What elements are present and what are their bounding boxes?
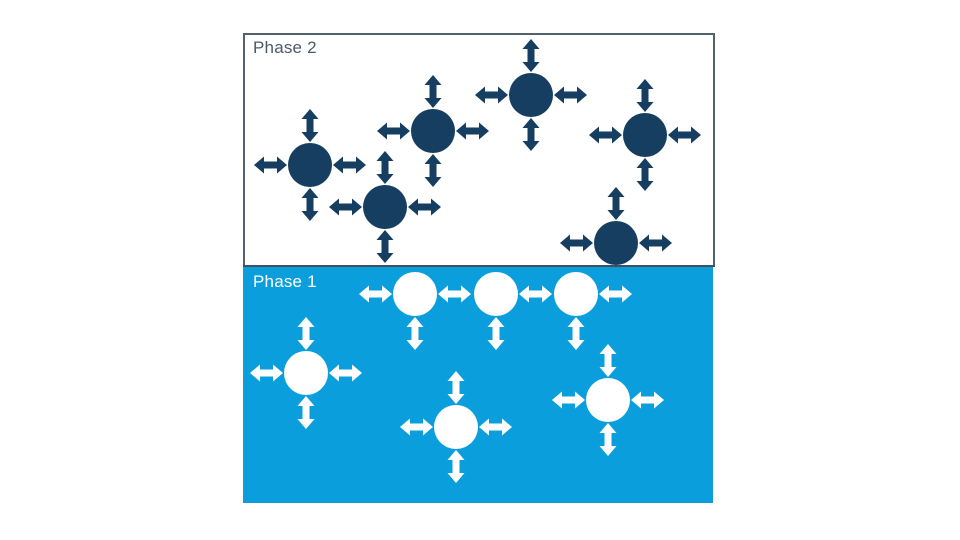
motion-arrow-down-icon bbox=[522, 118, 540, 151]
phase2-particle bbox=[363, 185, 407, 229]
motion-arrow-up-icon bbox=[301, 109, 319, 142]
motion-arrow-left-icon bbox=[560, 234, 593, 252]
motion-arrow-left-icon bbox=[329, 198, 362, 216]
motion-arrow-up-icon bbox=[599, 344, 617, 377]
motion-arrow-up-icon bbox=[636, 79, 654, 112]
motion-arrow-left-icon bbox=[589, 126, 622, 144]
motion-arrow-right-icon bbox=[554, 86, 587, 104]
motion-arrow-right-icon bbox=[333, 156, 366, 174]
motion-arrow-right-icon bbox=[479, 418, 512, 436]
motion-arrow-down-icon bbox=[301, 188, 319, 221]
motion-arrow-down-icon bbox=[447, 450, 465, 483]
motion-arrow-right-icon bbox=[519, 285, 552, 303]
motion-arrow-right-icon bbox=[599, 285, 632, 303]
phase1-particle bbox=[554, 272, 598, 316]
motion-arrow-left-icon bbox=[400, 418, 433, 436]
motion-arrow-down-icon bbox=[636, 158, 654, 191]
motion-arrow-left-icon bbox=[377, 122, 410, 140]
motion-arrow-down-icon bbox=[376, 230, 394, 263]
phase2-particle bbox=[594, 221, 638, 265]
motion-arrow-left-icon bbox=[475, 86, 508, 104]
motion-arrow-right-icon bbox=[668, 126, 701, 144]
phase2-particle bbox=[411, 109, 455, 153]
phase2-particle bbox=[288, 143, 332, 187]
motion-arrow-down-icon bbox=[599, 423, 617, 456]
phase2-particle bbox=[509, 73, 553, 117]
motion-arrow-right-icon bbox=[631, 391, 664, 409]
motion-arrow-down-icon bbox=[406, 317, 424, 350]
motion-arrow-up-icon bbox=[424, 75, 442, 108]
motion-arrow-up-icon bbox=[522, 39, 540, 72]
motion-arrow-right-icon bbox=[456, 122, 489, 140]
motion-arrow-right-icon bbox=[329, 364, 362, 382]
phase1-particle bbox=[284, 351, 328, 395]
motion-arrow-up-icon bbox=[607, 187, 625, 220]
phase2-particle bbox=[623, 113, 667, 157]
motion-arrow-down-icon bbox=[487, 317, 505, 350]
motion-arrow-down-icon bbox=[567, 317, 585, 350]
motion-arrow-up-icon bbox=[376, 151, 394, 184]
motion-arrow-down-icon bbox=[424, 154, 442, 187]
phase1-particle bbox=[474, 272, 518, 316]
motion-arrow-down-icon bbox=[297, 396, 315, 429]
motion-arrow-right-icon bbox=[438, 285, 471, 303]
phase1-particle bbox=[393, 272, 437, 316]
motion-arrow-left-icon bbox=[254, 156, 287, 174]
motion-arrow-left-icon bbox=[552, 391, 585, 409]
motion-arrow-left-icon bbox=[250, 364, 283, 382]
motion-arrow-right-icon bbox=[408, 198, 441, 216]
phase1-particle bbox=[434, 405, 478, 449]
motion-arrow-up-icon bbox=[297, 317, 315, 350]
phase1-particle bbox=[586, 378, 630, 422]
motion-arrow-right-icon bbox=[639, 234, 672, 252]
motion-arrow-up-icon bbox=[447, 371, 465, 404]
motion-arrow-left-icon bbox=[359, 285, 392, 303]
